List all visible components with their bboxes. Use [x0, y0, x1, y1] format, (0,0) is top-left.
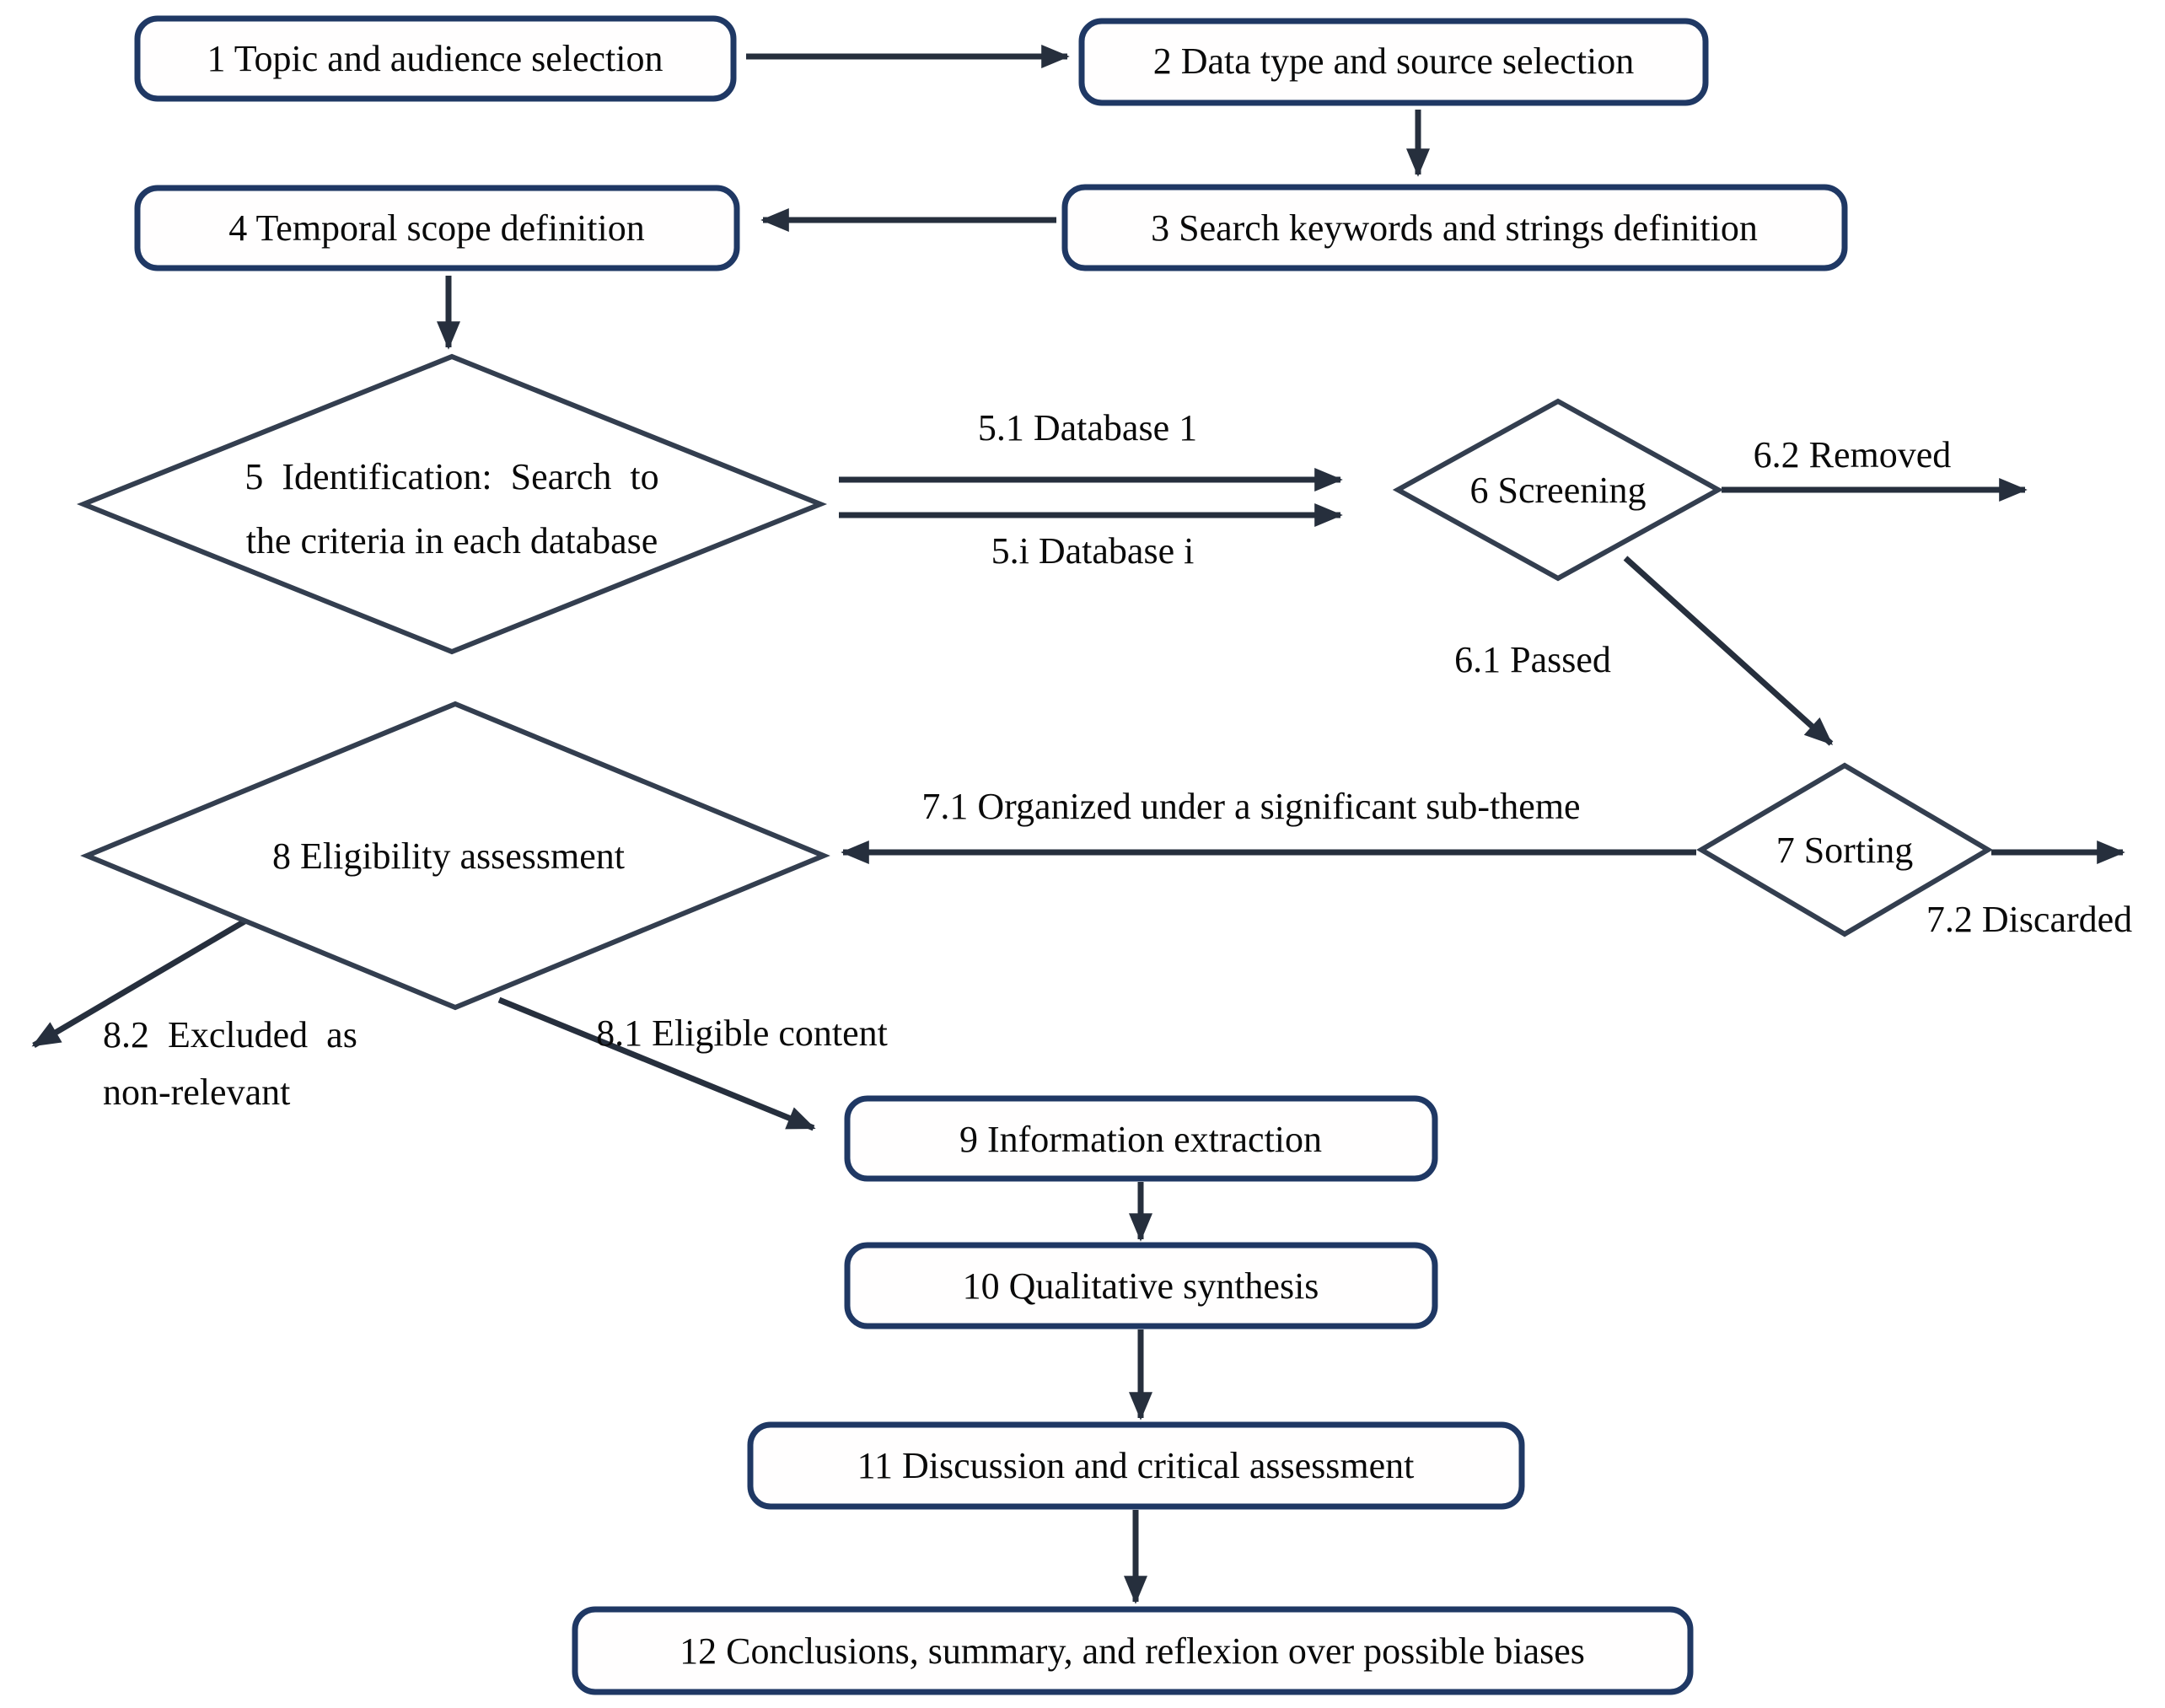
node-step9-box [844, 1095, 1438, 1182]
node-step6-diamond [1392, 398, 1724, 582]
node-step4-box [134, 185, 740, 271]
node-step4-label: 4 Temporal scope definition [228, 207, 644, 249]
node-step5-label-line2: the criteria in each database [246, 520, 658, 561]
edge-label-passed: 6.1 Passed [1454, 639, 1611, 680]
arrow-step8-eligible-to-step9 [497, 996, 816, 1131]
node-step6-label: 6 Screening [1470, 470, 1647, 511]
node-step8-label: 8 Eligibility assessment [272, 835, 625, 877]
arrow-step8-excluded [31, 912, 256, 1049]
edge-label-removed: 6.2 Removed [1754, 434, 1952, 475]
edge-label-organized: 7.1 Organized under a significant sub-th… [921, 786, 1580, 827]
edge-label-eligible: 8.1 Eligible content [596, 1012, 888, 1054]
node-step10-box [844, 1242, 1438, 1329]
node-step9-label: 9 Information extraction [959, 1119, 1322, 1160]
node-step5-label-line1: 5 Identification: Search to [244, 456, 658, 497]
edge-label-database-1: 5.1 Database 1 [978, 407, 1197, 448]
node-step12-label: 12 Conclusions, summary, and reflexion o… [680, 1630, 1585, 1672]
node-step7-label: 7 Sorting [1776, 830, 1914, 871]
node-step7-diamond [1696, 762, 1993, 937]
node-step5-diamond [76, 353, 828, 655]
node-step3-label: 3 Search keywords and strings definition [1151, 207, 1758, 249]
edge-label-database-i: 5.i Database i [991, 530, 1195, 572]
node-step10-label: 10 Qualitative synthesis [963, 1265, 1319, 1307]
node-step8-diamond [80, 701, 830, 1011]
edge-label-excluded-line1: 8.2 Excluded as [103, 1014, 357, 1055]
node-step2-box [1078, 18, 1709, 106]
node-step1-label: 1 Topic and audience selection [207, 38, 663, 79]
edge-label-excluded-line2: non-relevant [103, 1072, 290, 1113]
node-step12-box [572, 1606, 1694, 1695]
node-step11-box [747, 1421, 1525, 1510]
node-step2-label: 2 Data type and source selection [1153, 40, 1635, 82]
arrow-step6-passed-to-step7 [1623, 556, 1834, 746]
node-step1-box [134, 15, 737, 102]
node-step11-label: 11 Discussion and critical assessment [857, 1445, 1415, 1486]
edge-label-discarded: 7.2 Discarded [1926, 899, 2132, 940]
node-step3-box [1061, 184, 1848, 271]
